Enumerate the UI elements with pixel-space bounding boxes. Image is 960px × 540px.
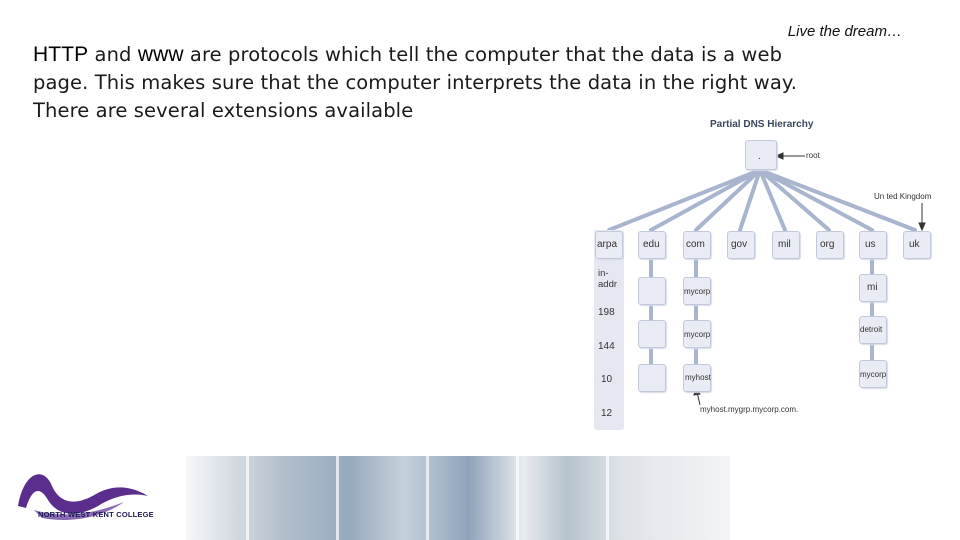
tld-node-arpa: [595, 231, 623, 259]
uk-arrow-head: [918, 222, 926, 232]
com-node-2: [683, 320, 711, 348]
arpa-chain-stack: [594, 230, 624, 430]
us-node-1: [859, 274, 887, 302]
us-label-3: mycorp: [860, 370, 887, 379]
tld-label-us: us: [865, 239, 876, 250]
tld-node-mil: [772, 231, 800, 259]
tld-node-us: [859, 231, 887, 259]
body-text-and: and: [88, 43, 138, 66]
arpa-label-10: 10: [601, 374, 613, 385]
tld-node-edu: [638, 231, 666, 259]
edu-node-1: [638, 277, 666, 305]
arpa-label-144: 144: [598, 341, 615, 352]
tld-node-uk: [903, 231, 931, 259]
us-label-2: detroit: [860, 325, 883, 334]
arpa-label-198: 198: [598, 307, 615, 318]
college-logo-text: NORTH WEST KENT COLLEGE: [38, 510, 154, 519]
com-node-1: [683, 277, 711, 305]
logo-swoosh-light: [34, 502, 124, 521]
connector-root-org: [758, 168, 831, 232]
us-label-1: mi: [867, 282, 878, 293]
dns-root-label: root: [806, 151, 820, 160]
connector-root-com: [694, 168, 762, 232]
logo-swoosh: [18, 474, 148, 514]
tld-label-com: com: [686, 239, 705, 250]
connector-root-edu: [649, 168, 762, 232]
tld-node-com: [683, 231, 711, 259]
arpa-label-12: 12: [601, 408, 613, 419]
tld-label-mil: mil: [778, 239, 791, 250]
keyword-www: www: [137, 43, 184, 66]
us-node-3: [859, 360, 887, 388]
tld-label-uk: uk: [909, 239, 920, 250]
us-node-2: [859, 316, 887, 344]
com-label-2: mycorp: [684, 330, 711, 339]
fqdn-label: myhost.mygrp.mycorp.com.: [700, 405, 799, 414]
connector-root-mil: [758, 168, 787, 232]
diagram-title: Partial DNS Hierarchy: [710, 119, 814, 130]
keyword-http: HTTP: [33, 43, 89, 66]
tld-label-edu: edu: [643, 239, 660, 250]
body-text-rest: are protocols which tell the computer th…: [33, 43, 798, 122]
dns-root-dot: .: [758, 151, 761, 162]
edu-node-2: [638, 320, 666, 348]
tld-label-gov: gov: [731, 239, 748, 250]
tld-node-gov: [727, 231, 755, 259]
arpa-label-inaddr: in-addr: [598, 268, 618, 290]
slide-tagline: Live the dream…: [787, 23, 902, 40]
com-node-3: [683, 364, 711, 392]
slide-body-text: HTTP and www are protocols which tell th…: [33, 41, 833, 125]
connector-root-uk: [758, 168, 917, 232]
connector-root-us: [758, 168, 874, 232]
connector-root-arpa: [607, 168, 762, 232]
com-label-3: myhost: [685, 373, 711, 382]
com-label-1: mycorp: [684, 287, 711, 296]
connector-root-gov: [738, 168, 762, 232]
dns-root-node: [745, 140, 777, 170]
tld-label-arpa: arpa: [597, 239, 618, 250]
footer-building-photo: [186, 456, 730, 540]
root-arrow-head: [774, 152, 784, 160]
tld-node-org: [816, 231, 844, 259]
uk-annotation: Un ted Kingdom: [874, 192, 932, 201]
edu-node-3: [638, 364, 666, 392]
college-logo: [18, 474, 148, 521]
tld-label-org: org: [820, 239, 835, 250]
